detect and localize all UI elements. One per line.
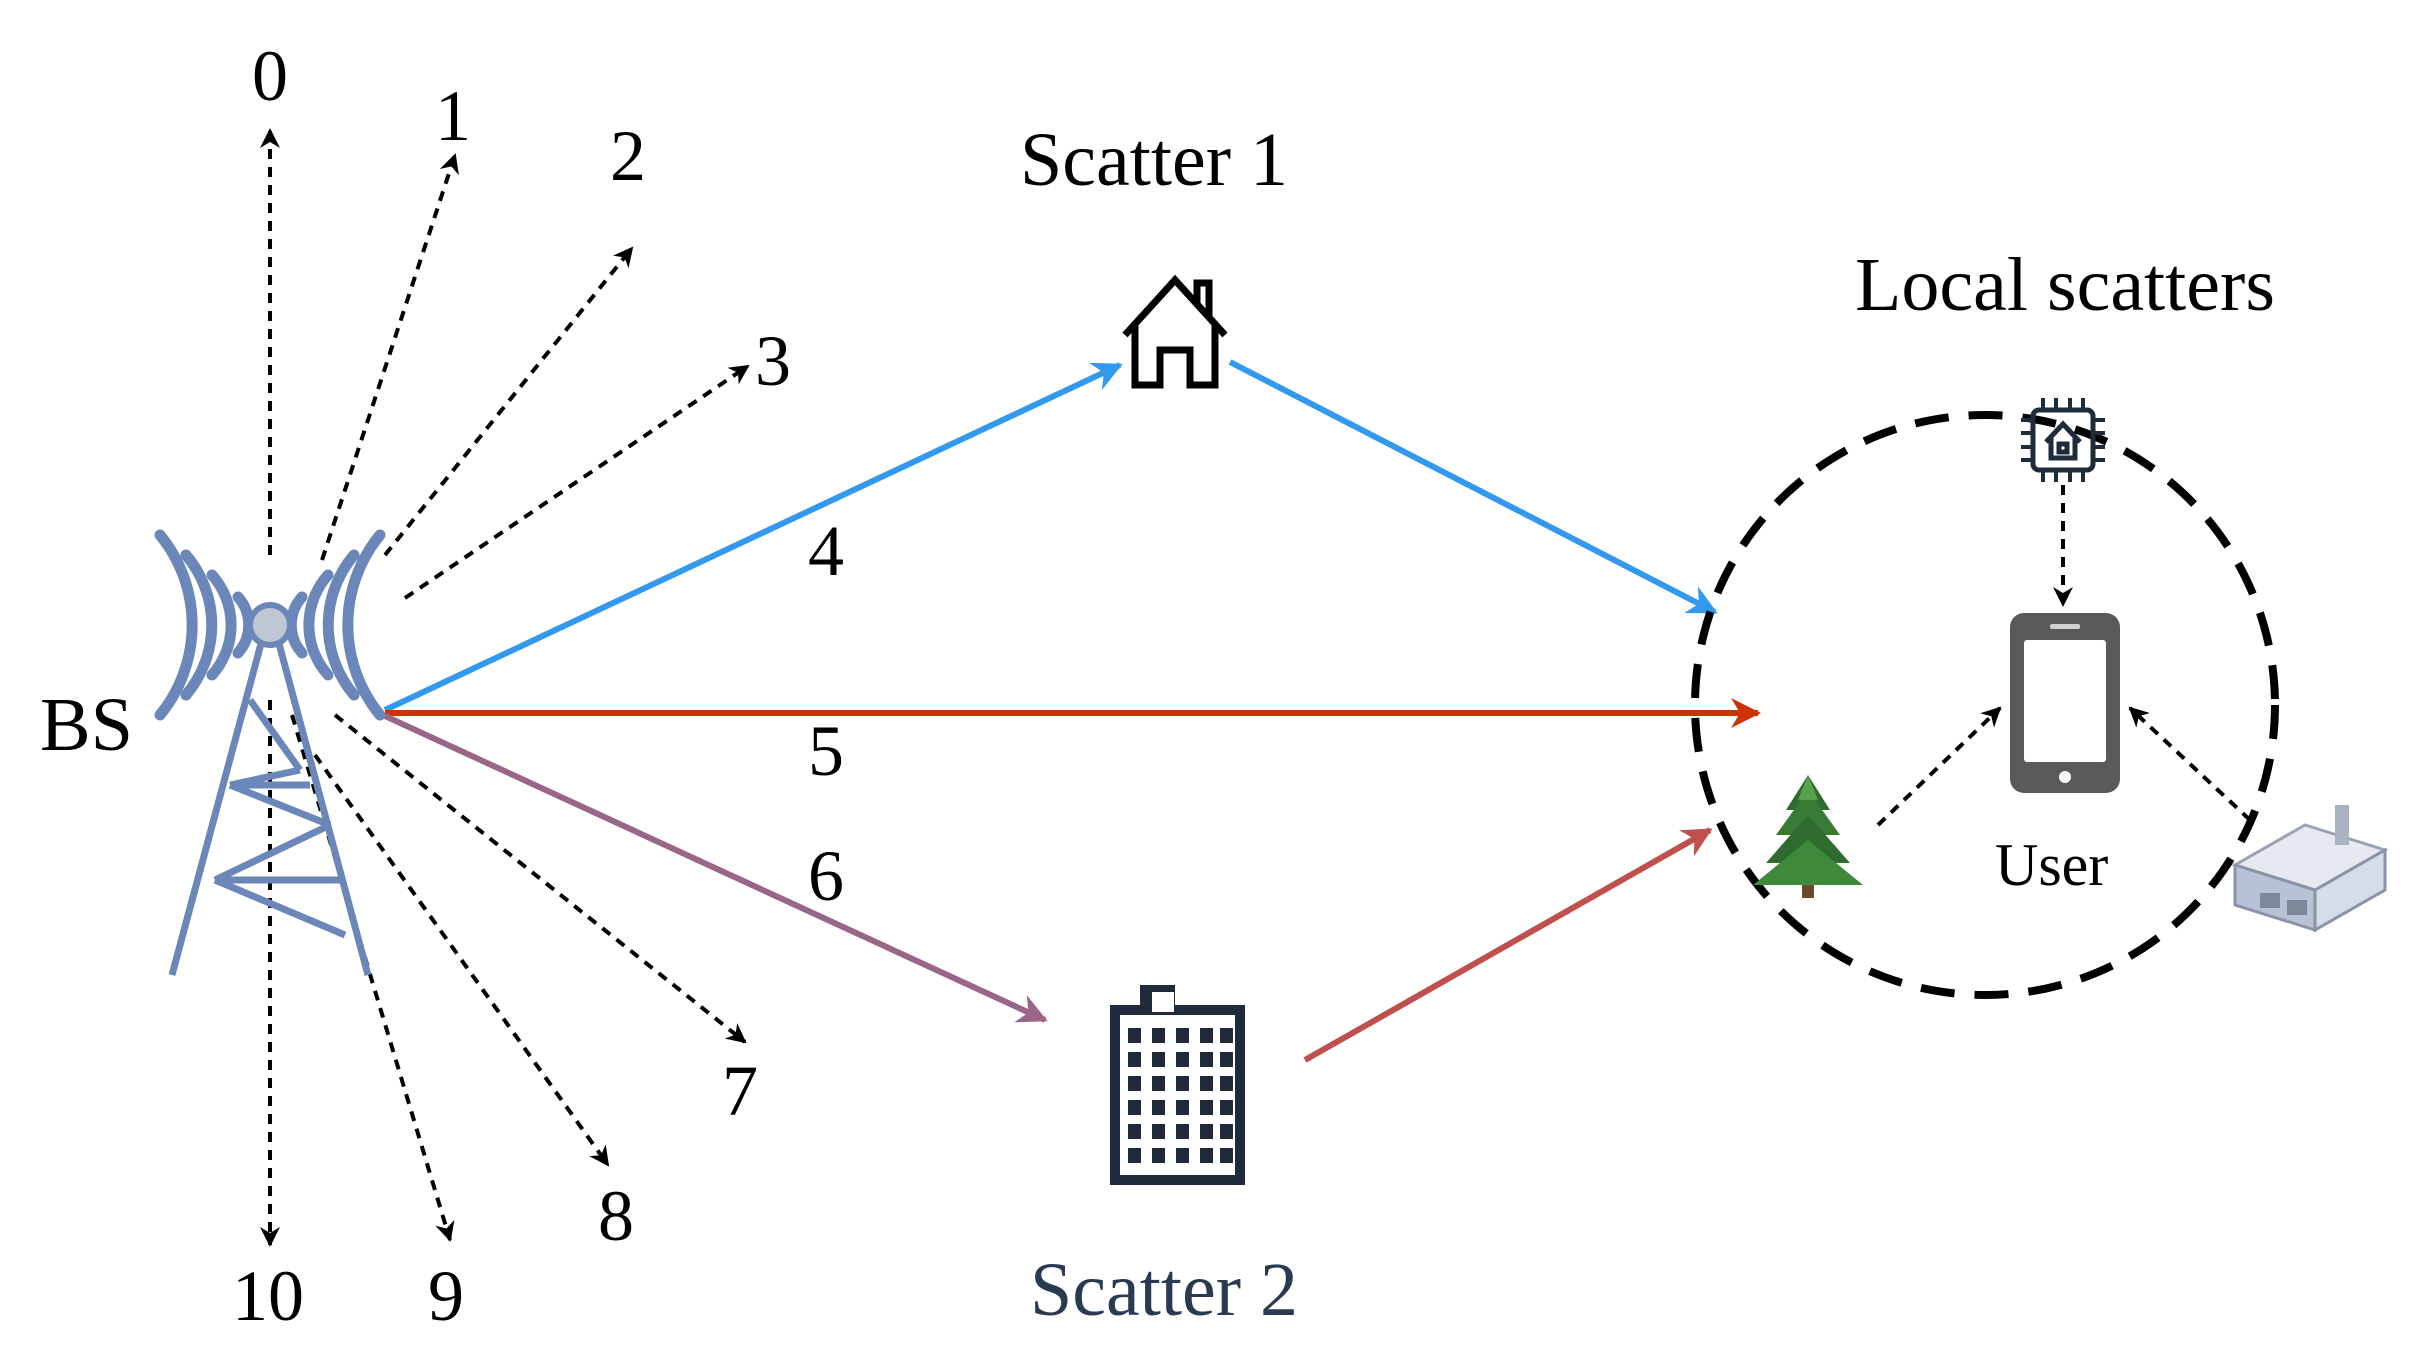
beam-1	[320, 153, 459, 561]
building-window	[1176, 1076, 1189, 1091]
beam-2	[383, 246, 634, 557]
building-window	[1200, 1100, 1213, 1115]
user-label: User	[1995, 832, 2108, 898]
bs-label: BS	[40, 683, 133, 767]
house-icon	[1122, 274, 1228, 389]
factory-to-user	[2128, 706, 2252, 822]
office-building-icon	[1110, 985, 1245, 1185]
beam-label-1: 1	[435, 76, 471, 156]
beam-label-8: 8	[598, 1176, 634, 1256]
building-window	[1152, 1124, 1165, 1139]
building-window	[1220, 1076, 1233, 1091]
beam-4-to-scatter1	[383, 362, 1123, 713]
building-window	[1152, 1148, 1165, 1163]
beam-label-9: 9	[428, 1256, 464, 1336]
scatter2-to-user	[1303, 827, 1713, 1063]
building-window	[1200, 1148, 1213, 1163]
building-window	[1220, 1052, 1233, 1067]
beam-label-10: 10	[232, 1256, 304, 1336]
building-window	[1128, 1148, 1141, 1163]
beam-6-to-scatter2	[383, 713, 1048, 1023]
beam-label-0: 0	[252, 36, 288, 116]
building-window	[1220, 1028, 1233, 1043]
beam-label-5: 5	[808, 711, 844, 791]
local-scatter-region	[1691, 411, 2279, 999]
building-window	[1200, 1124, 1213, 1139]
building-window	[1176, 1100, 1189, 1115]
factory-icon	[2231, 805, 2389, 933]
beam-3	[403, 364, 750, 600]
building-window	[1220, 1148, 1233, 1163]
building-window	[1128, 1052, 1141, 1067]
building-window	[1220, 1100, 1233, 1115]
main-paths	[383, 359, 1761, 1063]
building-window	[1220, 1124, 1233, 1139]
building-window	[1152, 1076, 1165, 1091]
smart-home-chip-icon	[2021, 398, 2105, 482]
beam-label-2: 2	[610, 116, 646, 196]
beam-label-4: 4	[808, 511, 844, 591]
local-scatter-links	[1876, 485, 2252, 827]
building-window	[1152, 1100, 1165, 1115]
scatter1-to-user	[1228, 359, 1718, 615]
beam-label-3: 3	[755, 321, 791, 401]
building-window	[1176, 1148, 1189, 1163]
beam-label-7: 7	[722, 1051, 758, 1131]
beam-8	[313, 753, 610, 1167]
building-window	[1128, 1076, 1141, 1091]
tree-to-user	[1876, 706, 2002, 827]
tree-icon	[1753, 775, 1863, 898]
building-window	[1128, 1100, 1141, 1115]
building-window	[1152, 1028, 1165, 1043]
building-window	[1200, 1076, 1213, 1091]
scatter2-label: Scatter 2	[1030, 1248, 1298, 1332]
scatter1-label: Scatter 1	[1020, 118, 1288, 202]
building-window	[1128, 1124, 1141, 1139]
tower-icon	[154, 529, 386, 976]
building-window	[1200, 1028, 1213, 1043]
beam-label-6: 6	[808, 836, 844, 916]
smartphone-icon	[2010, 613, 2120, 793]
building-window	[1176, 1124, 1189, 1139]
building-window	[1128, 1028, 1141, 1043]
building-window	[1152, 1052, 1165, 1067]
building-window	[1176, 1028, 1189, 1043]
building-window	[1176, 1052, 1189, 1067]
building-window	[1200, 1052, 1213, 1067]
local-scatters-label: Local scatters	[1855, 243, 2275, 327]
beam-7	[333, 713, 747, 1044]
